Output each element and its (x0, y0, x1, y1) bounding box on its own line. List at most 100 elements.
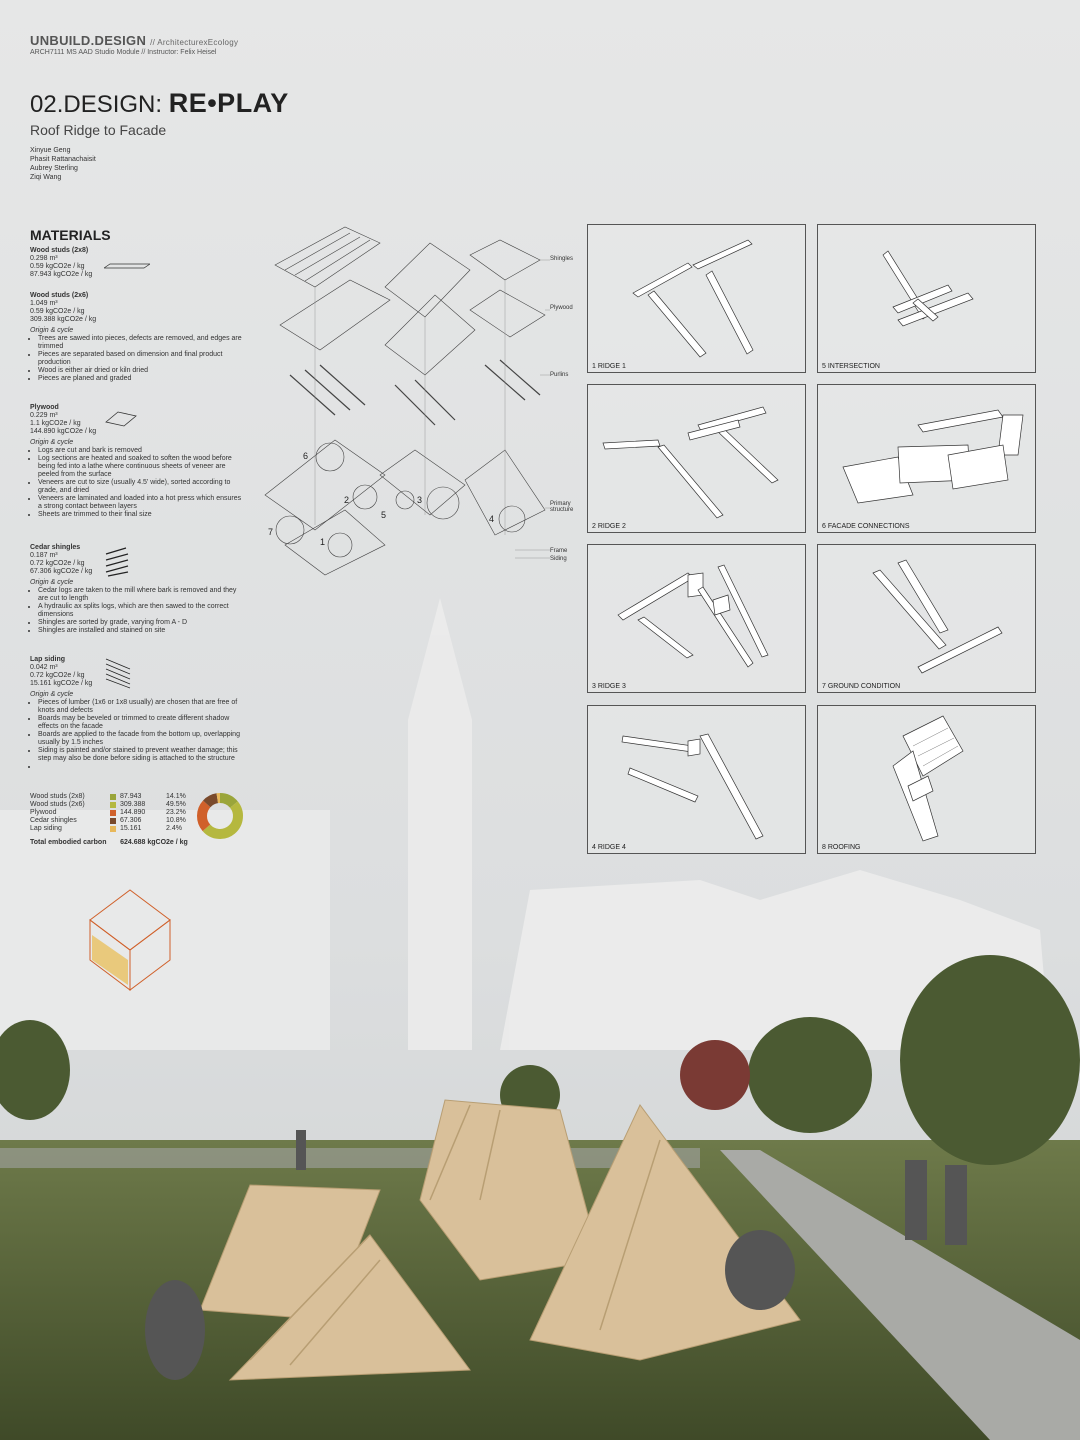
detail-number-5: 5 (381, 510, 387, 520)
panel-label: 7 GROUND CONDITION (822, 683, 901, 690)
detail-number-3: 3 (417, 495, 423, 505)
row-value: 87.943 (120, 793, 142, 800)
material-carbon: 309.388 kgCO2e / kg (30, 316, 97, 323)
material-name: Cedar shingles (30, 544, 81, 551)
detail-number-2: 2 (344, 495, 350, 505)
page-title: 02.DESIGN: RE•PLAY (30, 88, 289, 119)
row-name: Lap siding (30, 825, 62, 832)
material-volume: 0.187 m³ (30, 552, 58, 559)
label-primary-structure: Primary structure (550, 501, 574, 513)
exploded-axonometric (264, 226, 550, 576)
plywood-icon (105, 411, 137, 427)
origin-step: Pieces of lumber (1x6 or 1x8 usually) ar… (38, 699, 245, 715)
intersection-drawing (882, 250, 974, 327)
label-shingles: Shingles (550, 256, 574, 262)
origin-step: Wood is either air dried or kiln dried (38, 367, 245, 375)
material-carbon: 67.306 kgCO2e / kg (30, 568, 93, 575)
origin-step: Shingles are sorted by grade, varying fr… (38, 619, 245, 627)
origin-step: Logs are cut and bark is removed (38, 447, 245, 455)
origin-label: Origin & cycle (30, 327, 74, 334)
authors: Xinyue Geng Phasit Rattanachaisit Aubrey… (30, 146, 96, 182)
detail-panel-ridge-3: 3 RIDGE 3 (587, 544, 806, 693)
carbon-donut-chart (197, 793, 243, 839)
header: UNBUILD.DESIGN // ArchitecturexEcology A… (30, 33, 450, 56)
donut-slice (203, 793, 219, 808)
author: Ziqi Wang (30, 174, 62, 181)
material-volume: 0.298 m³ (30, 255, 58, 262)
origin-list: Pieces of lumber (1x6 or 1x8 usually) ar… (30, 699, 245, 771)
total-value: 624.688 kgCO2e / kg (120, 839, 188, 846)
detail-panel-facade-connections: 6 FACADE CONNECTIONS (817, 384, 1036, 533)
material-name: Wood studs (2x8) (30, 247, 89, 254)
total-label: Total embodied carbon (30, 839, 107, 846)
lap-siding-icon (105, 658, 131, 689)
row-percent: 10.8% (166, 817, 186, 824)
origin-step: Veneers are laminated and loaded into a … (38, 495, 245, 511)
ridge-3-drawing (617, 564, 769, 668)
row-percent: 2.4% (166, 825, 182, 832)
page-subtitle: Roof Ridge to Facade (30, 122, 167, 138)
author: Xinyue Geng (30, 147, 71, 154)
panel-label: 2 RIDGE 2 (592, 523, 626, 530)
detail-number-4: 4 (489, 514, 495, 524)
donut-slice (197, 800, 211, 832)
color-swatch (110, 810, 116, 816)
ridge-4-drawing (621, 733, 764, 840)
material-carbon: 144.890 kgCO2e / kg (30, 428, 97, 435)
row-name: Wood studs (2x6) (30, 801, 85, 808)
ground-condition-drawing (872, 559, 1003, 674)
detail-number-1: 1 (320, 537, 326, 547)
title-prefix: 02.DESIGN: (30, 91, 163, 118)
roofing-drawing (892, 715, 964, 842)
material-cedar-shingles: Cedar shingles 0.187 m³ 0.72 kgCO2e / kg… (30, 544, 245, 635)
material-factor: 0.72 kgCO2e / kg (30, 672, 85, 679)
row-percent: 23.2% (166, 809, 186, 816)
origin-step: Log sections are heated and soaked to so… (38, 455, 245, 479)
course-info: ARCH7111 MS AAD Studio Module // Instruc… (30, 49, 217, 56)
donut-slice (202, 801, 243, 839)
detail-panel-ground-condition: 7 GROUND CONDITION (817, 544, 1036, 693)
table-row: Wood studs (2x6) 309.388 49.5% (30, 801, 220, 809)
label-siding: Siding (550, 556, 567, 562)
material-wood-studs-2x8: Wood studs (2x8) 0.298 m³ 0.59 kgCO2e / … (30, 247, 245, 279)
brand-subtitle: // ArchitecturexEcology (150, 38, 239, 47)
panel-label: 5 INTERSECTION (822, 363, 880, 370)
label-purlins: Purlins (550, 372, 569, 378)
row-value: 67.306 (120, 817, 142, 824)
brand: UNBUILD.DESIGN // ArchitecturexEcology (30, 33, 239, 48)
materials-heading: MATERIALS (30, 227, 111, 243)
facade-connections-drawing (842, 409, 1024, 504)
material-volume: 0.042 m³ (30, 664, 58, 671)
row-value: 144.890 (120, 809, 146, 816)
ridge-2-drawing (602, 406, 779, 519)
material-wood-studs-2x6: Wood studs (2x6) 1.049 m³ 0.59 kgCO2e / … (30, 292, 245, 383)
panel-label: 8 ROOFING (822, 844, 861, 851)
origin-label: Origin & cycle (30, 439, 74, 446)
cedar-shingles-icon (105, 547, 129, 577)
origin-step: Pieces are separated based on dimension … (38, 351, 245, 367)
material-factor: 1.1 kgCO2e / kg (30, 420, 81, 427)
detail-number-7: 7 (268, 527, 274, 537)
color-swatch (110, 826, 116, 832)
row-percent: 49.5% (166, 801, 186, 808)
ridge-1-drawing (632, 239, 754, 358)
color-swatch (110, 802, 116, 808)
panel-label: 6 FACADE CONNECTIONS (822, 523, 910, 530)
material-name: Wood studs (2x6) (30, 292, 89, 299)
origin-step: Trees are sawed into pieces, defects are… (38, 335, 245, 351)
material-factor: 0.59 kgCO2e / kg (30, 263, 85, 270)
panel-label: 4 RIDGE 4 (592, 844, 626, 851)
author: Phasit Rattanachaisit (30, 156, 96, 163)
panel-label: 3 RIDGE 3 (592, 683, 626, 690)
detail-panel-roofing: 8 ROOFING (817, 705, 1036, 854)
material-volume: 1.049 m³ (30, 300, 58, 307)
color-swatch (110, 818, 116, 824)
origin-list: Cedar logs are taken to the mill where b… (30, 587, 245, 635)
origin-label: Origin & cycle (30, 579, 74, 586)
author: Aubrey Sterling (30, 165, 78, 172)
row-value: 309.388 (120, 801, 146, 808)
